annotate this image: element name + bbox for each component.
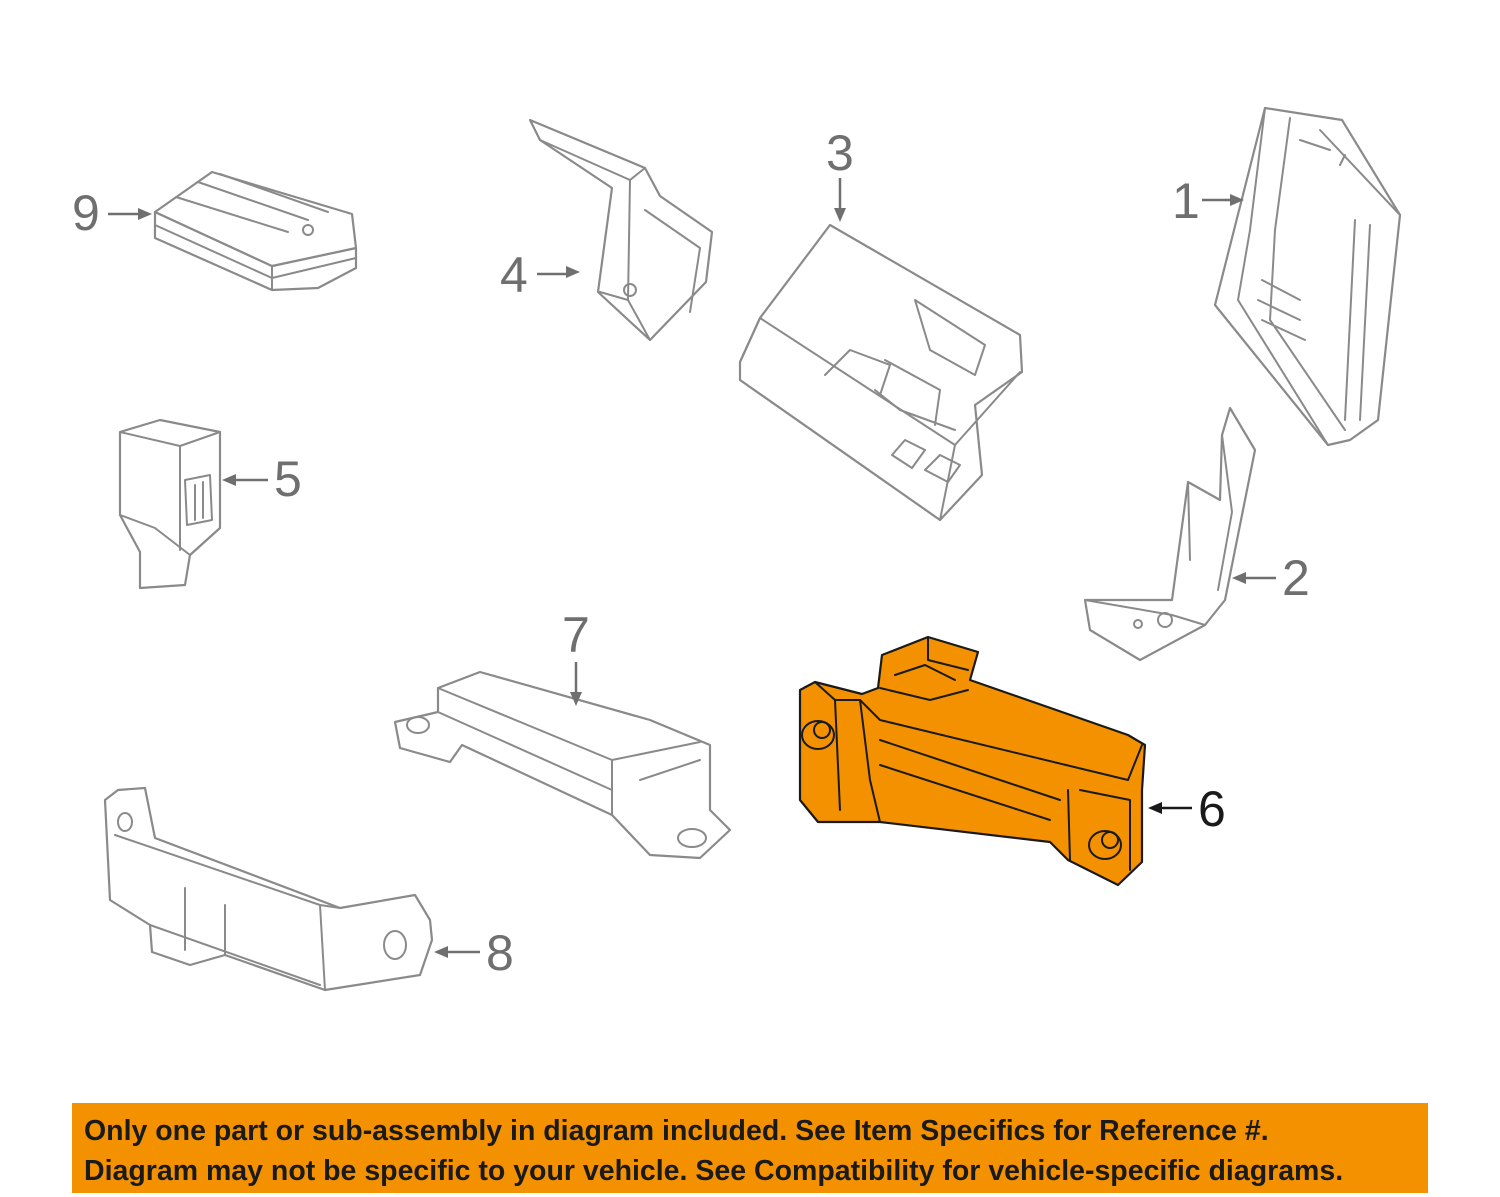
part-1-ecu[interactable]	[1213, 106, 1402, 447]
label-5-text: 5	[274, 451, 302, 507]
label-4: 4	[500, 247, 580, 303]
label-8-text: 8	[486, 925, 514, 981]
label-2-text: 2	[1282, 550, 1310, 606]
label-9: 9	[72, 185, 152, 241]
label-4-text: 4	[500, 247, 528, 303]
disclaimer-line-1: Only one part or sub-assembly in diagram…	[84, 1115, 1269, 1147]
label-3: 3	[826, 125, 854, 222]
label-3-text: 3	[826, 125, 854, 181]
part-8-sensor[interactable]	[103, 786, 434, 992]
part-2-bracket[interactable]	[1083, 406, 1257, 662]
label-1-text: 1	[1172, 173, 1200, 229]
disclaimer-banner: Only one part or sub-assembly in diagram…	[72, 1103, 1428, 1193]
label-2: 2	[1232, 550, 1310, 606]
part-3-control-module[interactable]	[738, 223, 1024, 522]
label-1: 1	[1172, 173, 1244, 229]
parts-diagram: 9 4 3 1 5	[72, 106, 1402, 992]
label-6: 6	[1148, 781, 1226, 837]
part-9-key-fob[interactable]	[153, 170, 358, 292]
disclaimer-line-2: Diagram may not be specific to your vehi…	[84, 1155, 1344, 1187]
part-4-bracket[interactable]	[528, 118, 714, 342]
label-6-text: 6	[1198, 781, 1226, 837]
label-7-text: 7	[562, 607, 590, 663]
label-8: 8	[434, 925, 514, 981]
part-6-antenna-highlighted[interactable]	[798, 635, 1147, 887]
part-7-antenna[interactable]	[393, 670, 732, 860]
label-9-text: 9	[72, 185, 100, 241]
label-7: 7	[562, 607, 590, 706]
part-5-relay[interactable]	[118, 418, 222, 590]
label-5: 5	[222, 451, 302, 507]
